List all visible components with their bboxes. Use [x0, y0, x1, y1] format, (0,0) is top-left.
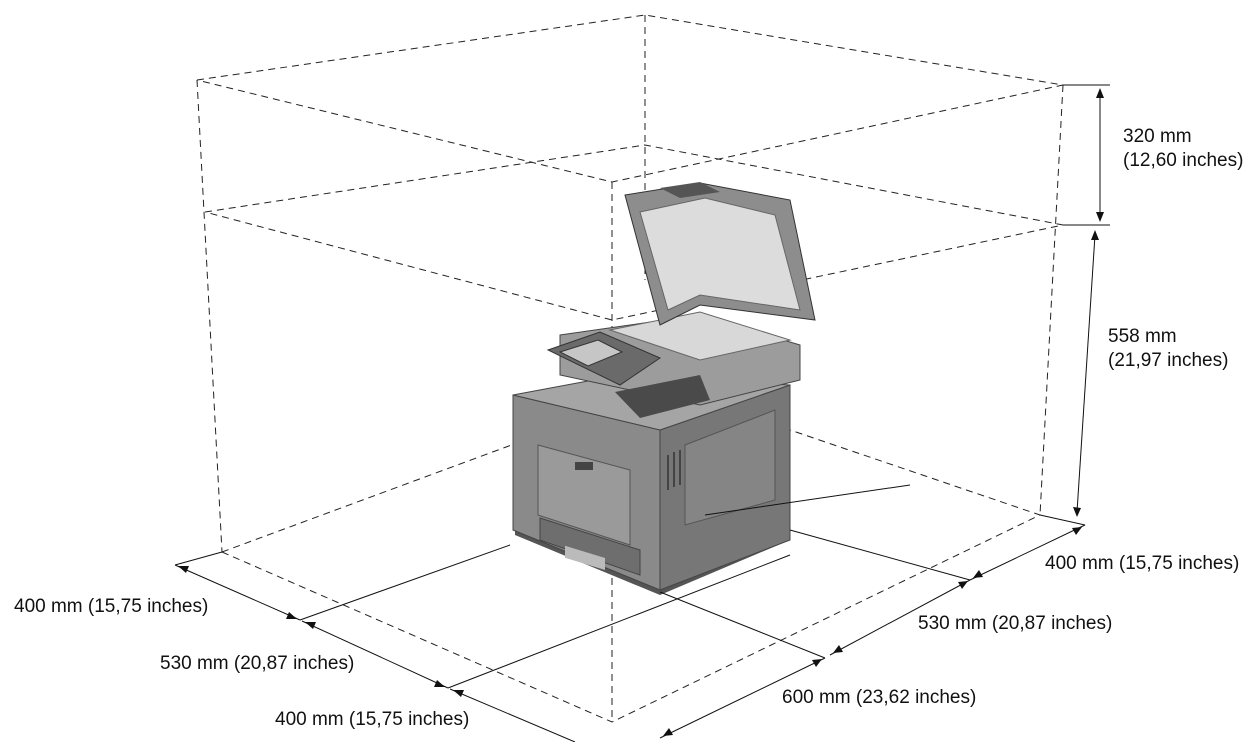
printer-illustration [512, 182, 816, 595]
label-top-clearance-mm: 320 mm [1123, 126, 1192, 147]
label-right-front: 600 mm (23,62 inches) [782, 687, 977, 708]
label-left-rear: 400 mm (15,75 inches) [14, 596, 209, 617]
side-door [684, 409, 776, 526]
dim-left-400-line [174, 564, 301, 621]
label-height-mm: 558 mm [1108, 326, 1177, 347]
lid-pad [639, 197, 801, 311]
box-edge-right [1039, 84, 1064, 516]
dim-right-530-line [829, 579, 971, 656]
paper-tray [539, 517, 641, 576]
tray-handle [565, 545, 605, 570]
box-top-face [196, 14, 1064, 183]
label-top-clearance: 320 mm (12,60 inches) [1123, 125, 1243, 173]
box-bottom-front [221, 429, 1042, 723]
box-edge-left [196, 79, 223, 553]
dim-right-400-line [969, 524, 1086, 581]
label-right-mid: 530 mm (20,87 inches) [918, 613, 1113, 634]
box-mid-plane [204, 144, 1064, 321]
door-handle [575, 462, 593, 470]
touch-screen [558, 339, 624, 367]
adf-feeder [660, 182, 720, 198]
label-left-front: 400 mm (15,75 inches) [275, 709, 470, 730]
dim-558-line [1076, 234, 1096, 513]
dim-right-600-line [659, 657, 826, 739]
dim-left-front-line [449, 688, 576, 743]
dim-left-530-line [301, 620, 449, 689]
label-height-in: (21,97 inches) [1108, 349, 1229, 371]
output-tray [615, 375, 710, 418]
front-door [537, 444, 631, 546]
dimension-lines [174, 84, 1110, 743]
label-right-rear: 400 mm (15,75 inches) [1045, 553, 1240, 574]
label-height: 558 mm (21,97 inches) [1108, 325, 1228, 373]
label-left-mid: 530 mm (20,87 inches) [160, 653, 355, 674]
label-top-clearance-in: (12,60 inches) [1123, 149, 1244, 171]
box-bottom-left-rear [221, 439, 526, 553]
